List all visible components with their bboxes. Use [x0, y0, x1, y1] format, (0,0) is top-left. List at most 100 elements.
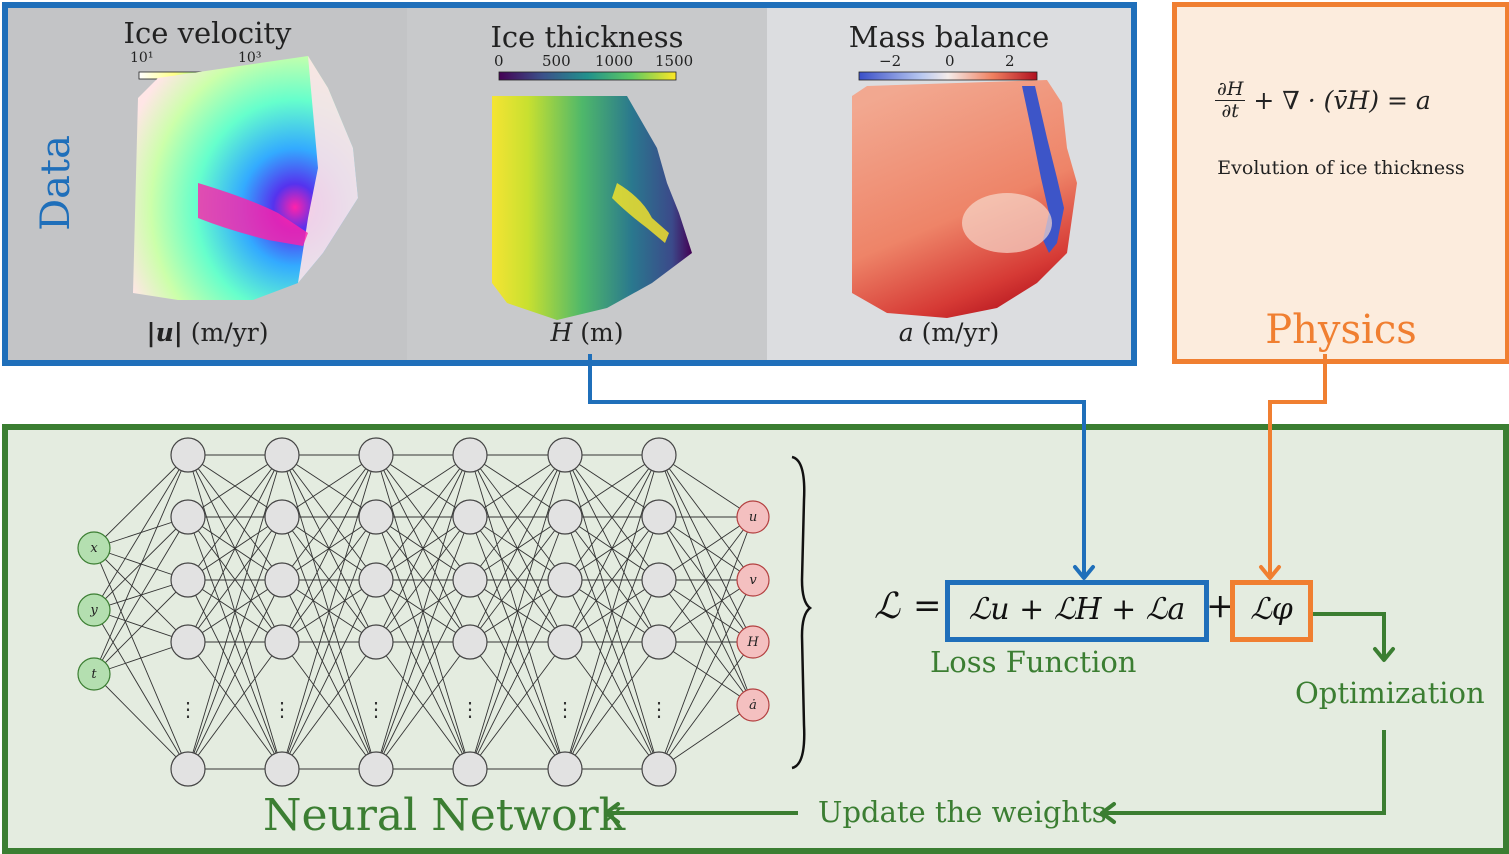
data-loss-terms: ℒu + ℒH + ℒa	[968, 592, 1186, 627]
network-connection	[93, 454, 189, 611]
mass-colorbar	[858, 71, 1038, 81]
network-connection	[564, 641, 660, 770]
network-connection	[658, 579, 754, 770]
physics-label: Physics	[1265, 307, 1417, 353]
network-connection	[564, 454, 660, 581]
network-connection	[658, 454, 754, 518]
network-connection	[469, 516, 566, 770]
network-connection	[187, 454, 283, 518]
network-connection	[658, 704, 754, 770]
network-connection	[469, 454, 566, 581]
network-connection	[281, 454, 377, 518]
loss-function-label: Loss Function	[930, 645, 1137, 679]
equation-denominator: ∂t	[1221, 99, 1239, 122]
update-weights-label: Update the weights	[818, 795, 1107, 829]
colorbar-tick: 1000	[595, 52, 634, 70]
hidden-node	[264, 751, 300, 787]
network-connection	[564, 454, 660, 643]
colorbar-tick: 10³	[238, 50, 262, 66]
neural-network-label: Neural Network	[263, 790, 626, 841]
loss-to-optimization-arrow	[1308, 612, 1386, 660]
network-connection	[469, 454, 566, 518]
mass-balance-plot	[852, 71, 1077, 318]
hidden-node	[641, 499, 677, 535]
mass-glacier-map	[852, 80, 1077, 318]
network-connection	[375, 454, 471, 518]
physics-box: ∂H ∂t + ∇ · (v̄H) = a Evolution of ice t…	[1172, 2, 1509, 364]
ice-velocity-plot	[133, 56, 358, 300]
network-connection	[281, 579, 377, 770]
update-arrow-head	[1100, 802, 1116, 824]
input-node-label: t	[91, 667, 97, 682]
network-connection	[564, 516, 660, 770]
panel-variable-label: a (m/yr)	[767, 318, 1131, 347]
hidden-node	[358, 751, 394, 787]
data-arrow-head	[1073, 565, 1095, 580]
hidden-node	[452, 437, 488, 473]
ellipsis-dots: ⋮	[649, 697, 669, 721]
variable-symbol: a	[898, 318, 914, 347]
output-node-label: H	[746, 635, 759, 650]
hidden-node	[641, 624, 677, 660]
network-connection	[469, 454, 566, 770]
network-connection	[375, 454, 471, 643]
hidden-node	[358, 562, 394, 598]
input-node	[77, 531, 111, 565]
hidden-node	[170, 499, 206, 535]
output-node	[736, 688, 770, 722]
hidden-node	[358, 624, 394, 660]
physics-to-loss-arrow	[1268, 354, 1327, 578]
hidden-node	[264, 437, 300, 473]
output-node	[736, 500, 770, 534]
data-to-loss-arrow	[588, 354, 1086, 578]
network-connection	[93, 673, 189, 770]
output-node	[736, 563, 770, 597]
network-connection	[187, 516, 283, 643]
thickness-glacier-map	[492, 96, 692, 320]
network-connection	[658, 579, 754, 643]
variable-symbol: H	[550, 318, 573, 347]
network-connection	[375, 454, 471, 581]
hidden-node	[170, 437, 206, 473]
loss-symbol: ℒ	[874, 586, 900, 627]
ellipsis-dots: ⋮	[460, 697, 480, 721]
output-node-label: ȧ	[749, 698, 757, 713]
ice-thickness-equation: ∂H ∂t + ∇ · (v̄H) = a	[1215, 79, 1431, 122]
data-loss-box: ℒu + ℒH + ℒa	[945, 580, 1209, 642]
variable-unit: (m/yr)	[190, 318, 269, 347]
output-node-label: v	[749, 573, 757, 588]
physics-arrow-head	[1259, 565, 1281, 580]
data-box: Ice velocity 10¹ 10³ |u| (m/yr)	[2, 2, 1137, 366]
colorbar-tick: 2	[1005, 52, 1015, 70]
panel-title: Mass balance	[848, 20, 1050, 54]
optimization-label: Optimization	[1295, 676, 1485, 710]
hidden-node	[547, 562, 583, 598]
network-connection	[375, 516, 471, 643]
network-connection	[93, 516, 189, 675]
network-connection	[281, 516, 377, 770]
network-connection	[658, 516, 754, 643]
physics-caption: Evolution of ice thickness	[1217, 157, 1465, 179]
network-connection	[187, 454, 283, 581]
hidden-node	[547, 624, 583, 660]
hidden-node	[170, 562, 206, 598]
network-connection	[281, 454, 377, 643]
hidden-node	[170, 751, 206, 787]
ellipsis-dots: ⋮	[178, 697, 198, 721]
thickness-colorbar	[498, 71, 677, 81]
hidden-node	[547, 751, 583, 787]
output-node-label: u	[749, 510, 757, 525]
panel-title: Ice velocity	[123, 16, 292, 50]
hidden-node	[358, 437, 394, 473]
colorbar-tick: 500	[542, 52, 571, 70]
colorbar-tick: 10¹	[130, 50, 154, 66]
hidden-node	[264, 499, 300, 535]
network-connection	[375, 579, 471, 770]
network-connection	[658, 516, 754, 581]
hidden-node	[547, 499, 583, 535]
network-connection	[375, 454, 471, 770]
hidden-node	[452, 499, 488, 535]
colorbar-tick: −2	[879, 52, 902, 70]
equation-body: + ∇ · (v̄H) = a	[1253, 85, 1431, 115]
